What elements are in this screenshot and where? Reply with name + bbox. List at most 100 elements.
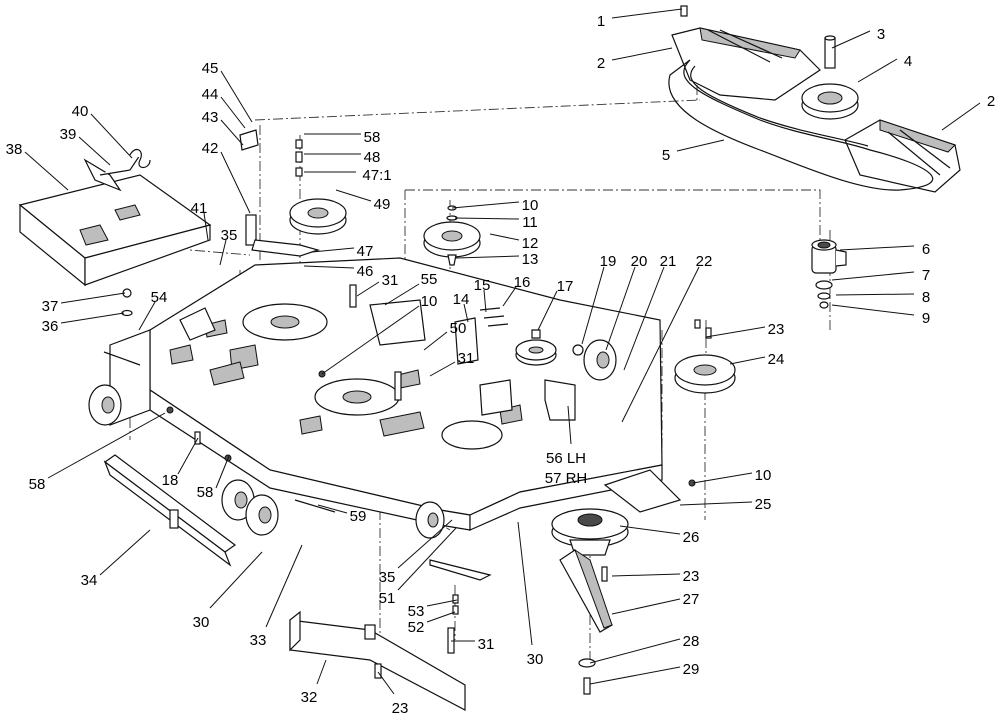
leader-line-l34: [99, 529, 151, 576]
spindle-housing: [551, 508, 629, 556]
leader-line-l22: [621, 266, 700, 423]
callout-label-l38: 38: [6, 141, 23, 158]
callout-label-l35a: 35: [221, 227, 238, 244]
leader-line-l59: [317, 504, 348, 514]
leader-line-l29: [589, 666, 681, 685]
callout-label-l15: 15: [474, 277, 491, 294]
leader-line-l49: [335, 189, 372, 202]
leader-line-l3: [831, 30, 871, 49]
callout-label-l40: 40: [72, 103, 89, 120]
leader-line-l4: [857, 58, 898, 83]
leader-line-l38: [24, 151, 69, 191]
wheel-right: [572, 339, 617, 381]
leader-line-l23c: [377, 671, 395, 695]
callout-label-l44: 44: [202, 86, 219, 103]
callout-label-l9: 9: [922, 310, 930, 327]
callout-label-l43: 43: [202, 109, 219, 126]
leader-line-l47: [311, 247, 355, 253]
leader-line-l9: [831, 304, 915, 316]
leader-line-l19: [581, 266, 605, 345]
callout-label-l48: 48: [364, 149, 381, 166]
spindle-pulley-top: [801, 35, 859, 120]
callout-label-l31b: 31: [458, 350, 475, 367]
callout-label-l20: 20: [631, 253, 648, 270]
leader-line-l27: [611, 598, 681, 615]
leader-line-l31a: [356, 281, 380, 297]
rear-skirt: [289, 610, 466, 711]
leader-line-l56: [567, 405, 572, 445]
leader-line-l10b: [451, 201, 520, 209]
callout-label-l30a: 30: [193, 614, 210, 631]
callout-label-l10a: 10: [421, 293, 438, 310]
leader-line-l26: [619, 525, 681, 535]
leader-line-l24: [729, 356, 766, 365]
callout-label-l33: 33: [250, 632, 267, 649]
callout-label-l16: 16: [514, 274, 531, 291]
callout-label-l58c: 58: [197, 484, 214, 501]
callout-label-l25: 25: [755, 496, 772, 513]
leader-line-l32: [316, 659, 327, 685]
callout-label-l31c: 31: [478, 636, 495, 653]
leader-line-l2a: [611, 47, 673, 61]
callout-label-l4: 4: [904, 53, 912, 70]
leader-line-l33: [265, 544, 303, 628]
mower-deck: [109, 257, 663, 531]
front-baffle: [103, 454, 237, 567]
callout-label-l5: 5: [662, 147, 670, 164]
wheel-left: [88, 384, 122, 426]
leader-line-l12: [489, 233, 520, 241]
callout-label-l29: 29: [683, 661, 700, 678]
callout-labels: 1234256789454443424039384135584847:14947…: [6, 8, 995, 717]
callout-label-l24: 24: [768, 351, 785, 368]
callout-label-l32: 32: [301, 689, 318, 706]
leader-line-l30b: [517, 521, 533, 646]
leader-line-l23a: [705, 326, 766, 338]
leader-line-l40: [90, 113, 133, 159]
callout-label-l27: 27: [683, 591, 700, 608]
leader-line-l23b: [611, 573, 681, 577]
leader-line-l54: [138, 301, 156, 331]
callout-label-l58a: 58: [364, 129, 381, 146]
idler-arm-assembly: [239, 129, 347, 257]
blade-hardware: [578, 658, 596, 695]
leader-line-l43: [220, 119, 244, 146]
belt-cover-right: [844, 119, 961, 193]
leader-line-l42: [220, 151, 251, 214]
callout-label-l39: 39: [60, 126, 77, 143]
callout-label-l23c: 23: [392, 700, 409, 717]
leader-line-l50: [423, 331, 448, 351]
callout-label-l50: 50: [450, 320, 467, 337]
callout-label-l26: 26: [683, 529, 700, 546]
callout-label-l45: 45: [202, 60, 219, 77]
leader-line-l17: [537, 290, 558, 331]
callout-label-l23b: 23: [683, 568, 700, 585]
callout-label-l11: 11: [522, 214, 538, 231]
callout-label-l30b: 30: [527, 651, 544, 668]
leader-line-l55: [384, 283, 420, 306]
leader-line-l10a: [321, 305, 420, 375]
callout-label-l51: 51: [379, 590, 396, 607]
callout-label-l47: 47: [357, 243, 374, 260]
callout-label-l19: 19: [600, 253, 617, 270]
leader-line-l7: [831, 271, 915, 281]
callout-label-l14: 14: [453, 291, 470, 308]
leader-line-l31b: [429, 361, 456, 377]
callout-label-l35b: 35: [379, 569, 396, 586]
leader-line-l52: [426, 611, 456, 623]
belt-cover-left: [671, 27, 821, 101]
leader-line-l8: [835, 293, 915, 296]
callout-label-l47-1: 47:1: [362, 167, 391, 184]
callout-label-l21: 21: [660, 253, 677, 270]
leader-line-l35a: [219, 239, 227, 266]
callout-label-l53: 53: [408, 603, 425, 620]
callout-label-l57: 57 RH: [545, 470, 588, 487]
leader-line-l5: [676, 139, 725, 152]
callout-label-l28: 28: [683, 633, 700, 650]
callout-label-l52: 52: [408, 619, 425, 636]
leader-line-l10c: [692, 472, 753, 484]
leader-line-l37: [60, 292, 126, 304]
leader-line-l45: [220, 70, 253, 123]
leader-line-l39: [78, 136, 111, 166]
leader-line-l30a: [209, 551, 263, 609]
